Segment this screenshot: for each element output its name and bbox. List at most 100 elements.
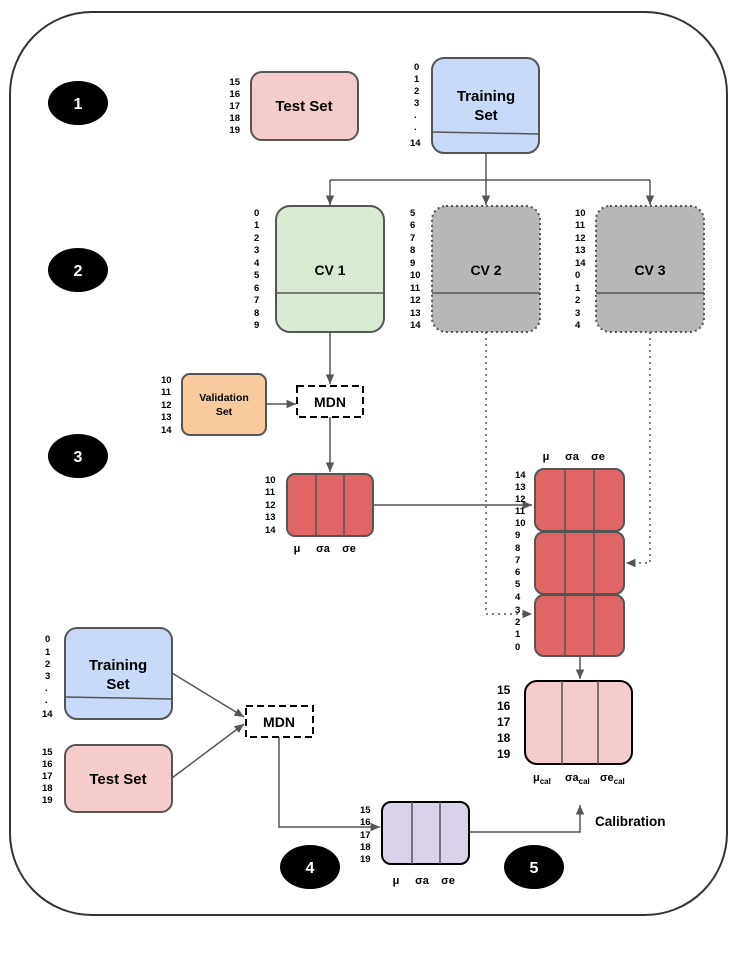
svg-text:1: 1	[515, 629, 521, 640]
test-preds-columns: μ σa σe	[393, 875, 455, 887]
cv3-label: CV 3	[634, 262, 665, 278]
svg-text:9: 9	[515, 530, 520, 541]
svg-text:16: 16	[42, 759, 53, 770]
bottom-mdn-input-arrows	[171, 672, 245, 779]
svg-text:12: 12	[515, 494, 526, 505]
svg-text:12: 12	[161, 400, 172, 411]
calibrated-box	[524, 680, 633, 765]
svg-text:14: 14	[410, 320, 421, 331]
svg-text:4: 4	[575, 320, 581, 331]
svg-text:Training: Training	[89, 657, 147, 674]
svg-text:μ: μ	[393, 875, 400, 887]
step-1-badge: 1	[48, 81, 108, 125]
svg-text:8: 8	[410, 245, 415, 256]
svg-text:.: .	[45, 695, 48, 706]
step-2-badge: 2	[48, 248, 108, 292]
mdn-label-bottom: MDN	[263, 714, 295, 730]
stacked-preds-columns: μ σa σe	[543, 451, 605, 463]
validation-label-1: Validation	[199, 392, 249, 404]
svg-text:18: 18	[360, 842, 371, 853]
svg-text:19: 19	[497, 747, 511, 761]
svg-text:2: 2	[254, 233, 259, 244]
training-set-indices: 0 1 2 3 . . 14	[410, 62, 421, 149]
svg-text:14: 14	[575, 258, 586, 269]
svg-text:19: 19	[229, 125, 240, 136]
svg-text:13: 13	[575, 245, 586, 256]
svg-text:Set: Set	[106, 676, 129, 693]
svg-text:15: 15	[42, 747, 53, 758]
svg-text:3: 3	[45, 671, 50, 682]
svg-text:6: 6	[254, 283, 259, 294]
step-3-badge: 3	[48, 434, 108, 478]
svg-text:13: 13	[161, 412, 172, 423]
svg-text:3: 3	[254, 245, 259, 256]
svg-text:16: 16	[497, 699, 511, 713]
validation-preds-box	[286, 473, 374, 537]
svg-text:σe: σe	[342, 543, 356, 555]
svg-text:16: 16	[360, 817, 371, 828]
stacked-preds	[534, 468, 625, 657]
svg-text:Test Set: Test Set	[89, 771, 146, 788]
svg-text:14: 14	[515, 470, 526, 481]
svg-text:5: 5	[254, 270, 260, 281]
cv2-label: CV 2	[470, 262, 501, 278]
svg-text:2: 2	[515, 617, 520, 628]
svg-text:14: 14	[410, 138, 421, 149]
bottom-test-set-indices: 15 16 17 18 19	[42, 747, 53, 806]
svg-text:σe: σe	[591, 451, 605, 463]
svg-text:15: 15	[360, 805, 371, 816]
validation-preds-columns: μ σa σe	[294, 543, 356, 555]
svg-text:0: 0	[575, 270, 580, 281]
svg-text:10: 10	[575, 208, 586, 219]
svg-text:0: 0	[515, 642, 520, 653]
cv2-box: CV 2	[431, 205, 541, 333]
svg-text:2: 2	[45, 659, 50, 670]
cv2-indices: 5 6 7 8 9 10 11 12 13 14	[410, 208, 421, 331]
svg-text:σe: σe	[441, 875, 455, 887]
svg-text:13: 13	[410, 308, 421, 319]
svg-text:4: 4	[515, 592, 521, 603]
svg-text:13: 13	[265, 512, 276, 523]
calibration-label: Calibration	[595, 814, 666, 829]
svg-text:2: 2	[414, 86, 419, 97]
training-set-label-2: Set	[474, 107, 497, 124]
calibrated-columns: μcal σacal σecal	[533, 772, 625, 786]
svg-text:3: 3	[515, 605, 520, 616]
svg-text:σa: σa	[415, 875, 430, 887]
mdn-box-bottom: MDN	[245, 705, 314, 738]
svg-text:8: 8	[254, 308, 259, 319]
svg-text:19: 19	[360, 854, 371, 865]
svg-text:12: 12	[575, 233, 586, 244]
svg-text:18: 18	[497, 731, 511, 745]
svg-text:10: 10	[161, 375, 172, 386]
validation-label-2: Set	[216, 406, 233, 418]
svg-text:14: 14	[265, 525, 276, 536]
calibrated-indices: 15 16 17 18 19	[497, 683, 511, 761]
svg-text:5: 5	[515, 579, 521, 590]
training-set-label-1: Training	[457, 88, 515, 105]
svg-text:4: 4	[254, 258, 260, 269]
svg-text:17: 17	[497, 715, 511, 729]
svg-text:1: 1	[254, 220, 260, 231]
svg-text:17: 17	[360, 830, 371, 841]
svg-text:.: .	[414, 122, 417, 133]
svg-text:1: 1	[45, 647, 51, 658]
svg-text:18: 18	[229, 113, 240, 124]
svg-text:1: 1	[414, 74, 420, 85]
svg-text:7: 7	[515, 555, 520, 566]
step-5-label: 5	[530, 860, 539, 877]
svg-text:8: 8	[515, 543, 520, 554]
test-set-box: Test Set	[250, 71, 359, 141]
svg-text:17: 17	[229, 101, 240, 112]
test-preds-box	[381, 801, 470, 865]
cv1-indices: 0 1 2 3 4 5 6 7 8 9	[254, 208, 260, 331]
svg-text:11: 11	[515, 506, 526, 517]
training-set-box: Training Set	[431, 57, 540, 154]
cv1-label: CV 1	[314, 262, 345, 278]
svg-text:14: 14	[161, 425, 172, 436]
svg-text:σa: σa	[316, 543, 331, 555]
svg-text:1: 1	[575, 283, 581, 294]
svg-text:0: 0	[45, 634, 50, 645]
mdn-to-test-preds-arrow	[278, 737, 380, 832]
cv3-box: CV 3	[595, 205, 705, 333]
